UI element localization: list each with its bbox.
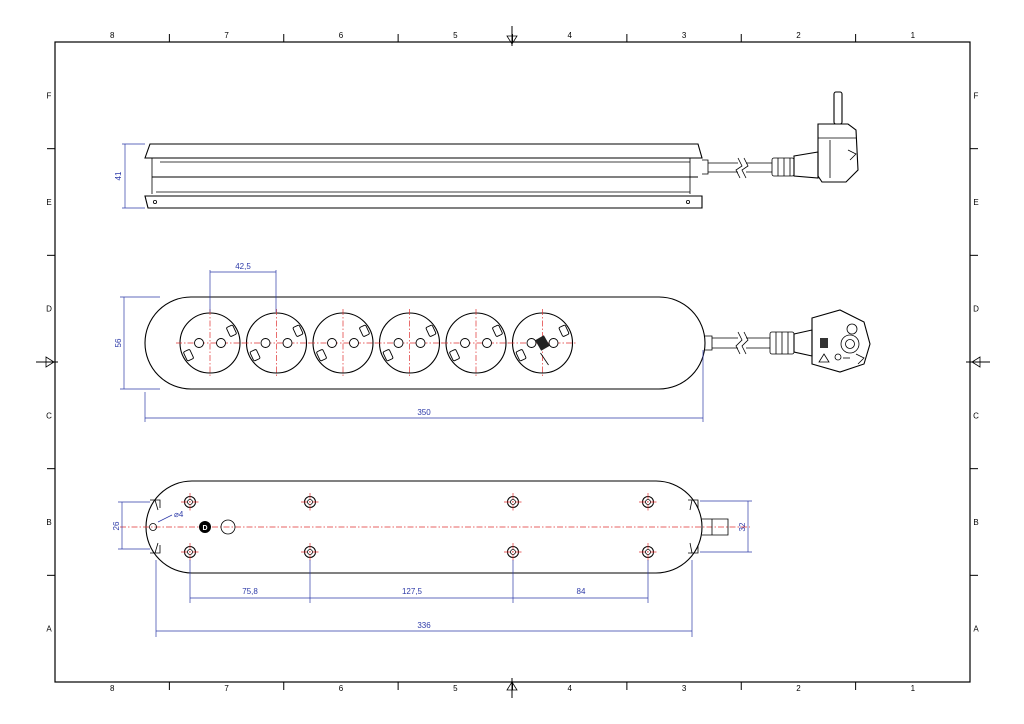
row-label: F [974, 91, 979, 100]
centering-arrow-top [506, 26, 518, 46]
column-label: 5 [453, 31, 458, 40]
socket-row [176, 309, 577, 377]
screw-hole [181, 493, 199, 511]
top-housing [144, 296, 706, 390]
clip-right-top [688, 499, 699, 511]
column-label: 7 [224, 31, 229, 40]
top-cable [705, 331, 795, 355]
column-label: 6 [339, 684, 344, 693]
column-label: 7 [224, 684, 229, 693]
screw-hole [301, 493, 319, 511]
column-label: 2 [796, 31, 801, 40]
column-label: 5 [453, 684, 458, 693]
top-view: 42,5 56 350 [114, 262, 871, 422]
column-label: 1 [911, 31, 916, 40]
frame-ticks [47, 34, 978, 690]
svg-text:D: D [202, 525, 207, 532]
dim-bottom-overall: 336 [417, 621, 431, 630]
row-label: C [46, 411, 52, 420]
column-labels-top: 8 7 6 5 4 3 2 1 [110, 31, 916, 40]
column-label: 8 [110, 31, 115, 40]
side-cable [702, 157, 795, 179]
column-label: 4 [567, 684, 572, 693]
socket [375, 309, 444, 377]
socket [442, 309, 510, 377]
column-label: 3 [682, 684, 687, 693]
hanger-hole [149, 523, 157, 531]
dim-socket-pitch: 42,5 [235, 262, 251, 271]
clip-left-bottom [150, 542, 161, 554]
certification-mark-icon [199, 521, 211, 533]
clip-right-bottom [688, 542, 699, 554]
clip-left-top [150, 499, 161, 511]
dim-bottom-height-right: 32 [738, 522, 747, 531]
row-label: C [973, 411, 979, 420]
screw-hole [301, 543, 319, 561]
row-label: D [46, 305, 52, 314]
top-plug-face [793, 309, 871, 373]
row-label: A [46, 625, 52, 634]
socket [508, 309, 577, 377]
dim-top-height: 56 [114, 338, 123, 347]
column-label: 4 [567, 31, 572, 40]
centering-arrow-bottom [506, 678, 518, 698]
socket [309, 309, 377, 377]
centering-arrow-right [966, 356, 990, 368]
row-label: B [973, 518, 978, 527]
row-label: D [973, 305, 979, 314]
dim-spacing-3: 84 [577, 587, 586, 596]
dim-side-height: 41 [114, 171, 123, 180]
column-labels-bottom: 8 7 6 5 4 3 2 1 [110, 684, 916, 693]
socket [176, 309, 244, 377]
row-label: E [46, 198, 51, 207]
bottom-round-mark [220, 519, 236, 535]
bottom-cable-stub [702, 518, 729, 536]
dim-bottom-height-left: 26 [112, 521, 121, 530]
side-view: 41 [114, 91, 859, 209]
screw-hole [504, 493, 522, 511]
column-label: 2 [796, 684, 801, 693]
bottom-view: D ⌀4 26 32 75,8 127,5 84 336 [112, 480, 752, 637]
column-label: 6 [339, 31, 344, 40]
screw-hole [639, 543, 657, 561]
dim-spacing-2: 127,5 [402, 587, 423, 596]
plug-pin [833, 91, 843, 125]
row-label: B [46, 518, 51, 527]
side-plug [793, 91, 859, 183]
row-label: F [47, 91, 52, 100]
side-housing-top [144, 143, 703, 159]
column-label: 1 [911, 684, 916, 693]
row-label: E [973, 198, 978, 207]
socket [242, 309, 311, 377]
row-labels-right: F E D C B A [973, 91, 979, 633]
centering-arrow-left [36, 356, 58, 368]
screw-hole [504, 543, 522, 561]
row-label: A [973, 625, 979, 634]
dim-top-length: 350 [417, 408, 431, 417]
column-label: 8 [110, 684, 115, 693]
dim-hole-diameter: ⌀4 [174, 510, 184, 519]
screw-hole [639, 493, 657, 511]
mounting-holes [181, 493, 657, 561]
column-label: 3 [682, 31, 687, 40]
side-base [144, 195, 703, 209]
dim-spacing-1: 75,8 [242, 587, 258, 596]
row-labels-left: F E D C B A [46, 91, 52, 633]
screw-hole [181, 543, 199, 561]
